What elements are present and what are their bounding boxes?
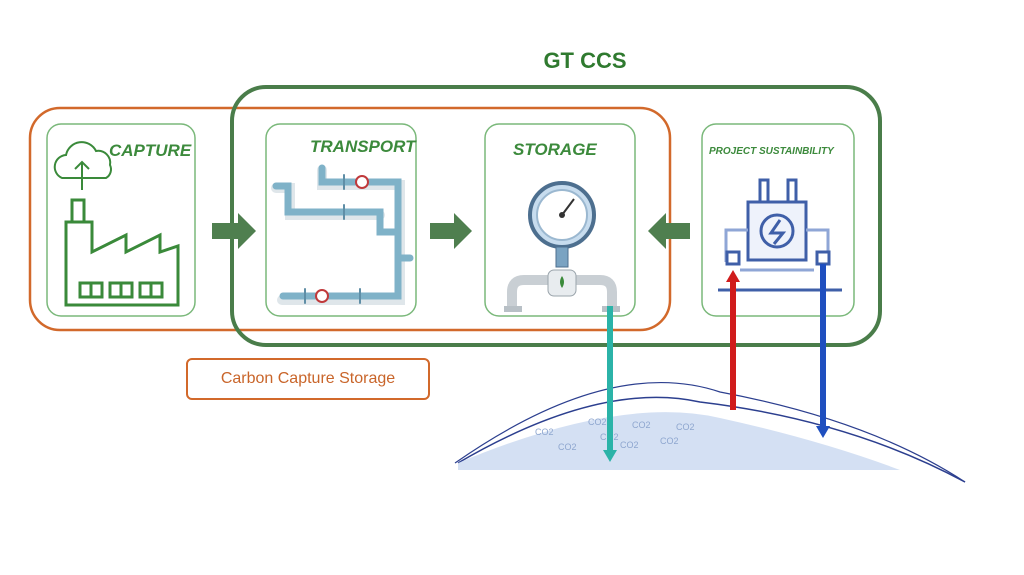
capture-box	[46, 123, 196, 317]
reservoir	[454, 382, 966, 483]
gt-ccs-frame	[230, 85, 882, 347]
arrow-transport-to-storage	[430, 213, 472, 249]
ccs-legend-label: Carbon Capture Storage	[220, 370, 396, 387]
diagram-title: GT CCS	[543, 48, 627, 73]
storage-label: STORAGE	[513, 140, 597, 159]
transport-label: TRANSPORT	[310, 137, 416, 156]
ccs-legend-box: Carbon Capture Storage	[186, 358, 430, 400]
pipeline-icon	[271, 164, 414, 305]
sustainability-label: PROJECT SUSTAINBILITY	[709, 146, 834, 157]
co2-label: CO2	[620, 440, 639, 450]
power-plant-icon	[718, 178, 842, 292]
arrow-capture-to-transport	[212, 213, 256, 249]
co2-label: CO2	[660, 436, 679, 446]
pressure-gauge-icon	[504, 181, 620, 312]
factory-icon	[64, 198, 180, 307]
co2-label: CO2	[558, 442, 577, 452]
co2-label: CO2	[632, 420, 651, 430]
ccs-frame	[28, 106, 672, 332]
co2-label: CO2	[588, 417, 607, 427]
co2-label: CO2	[535, 427, 554, 437]
injection-arrow	[603, 306, 617, 462]
arrow-sustainability-to-storage	[648, 213, 690, 249]
cloud-upload-icon	[53, 141, 112, 190]
supply-arrow	[726, 270, 740, 410]
capture-label: CAPTURE	[109, 141, 192, 160]
co2-label: CO2	[676, 422, 695, 432]
return-arrow	[816, 264, 830, 438]
